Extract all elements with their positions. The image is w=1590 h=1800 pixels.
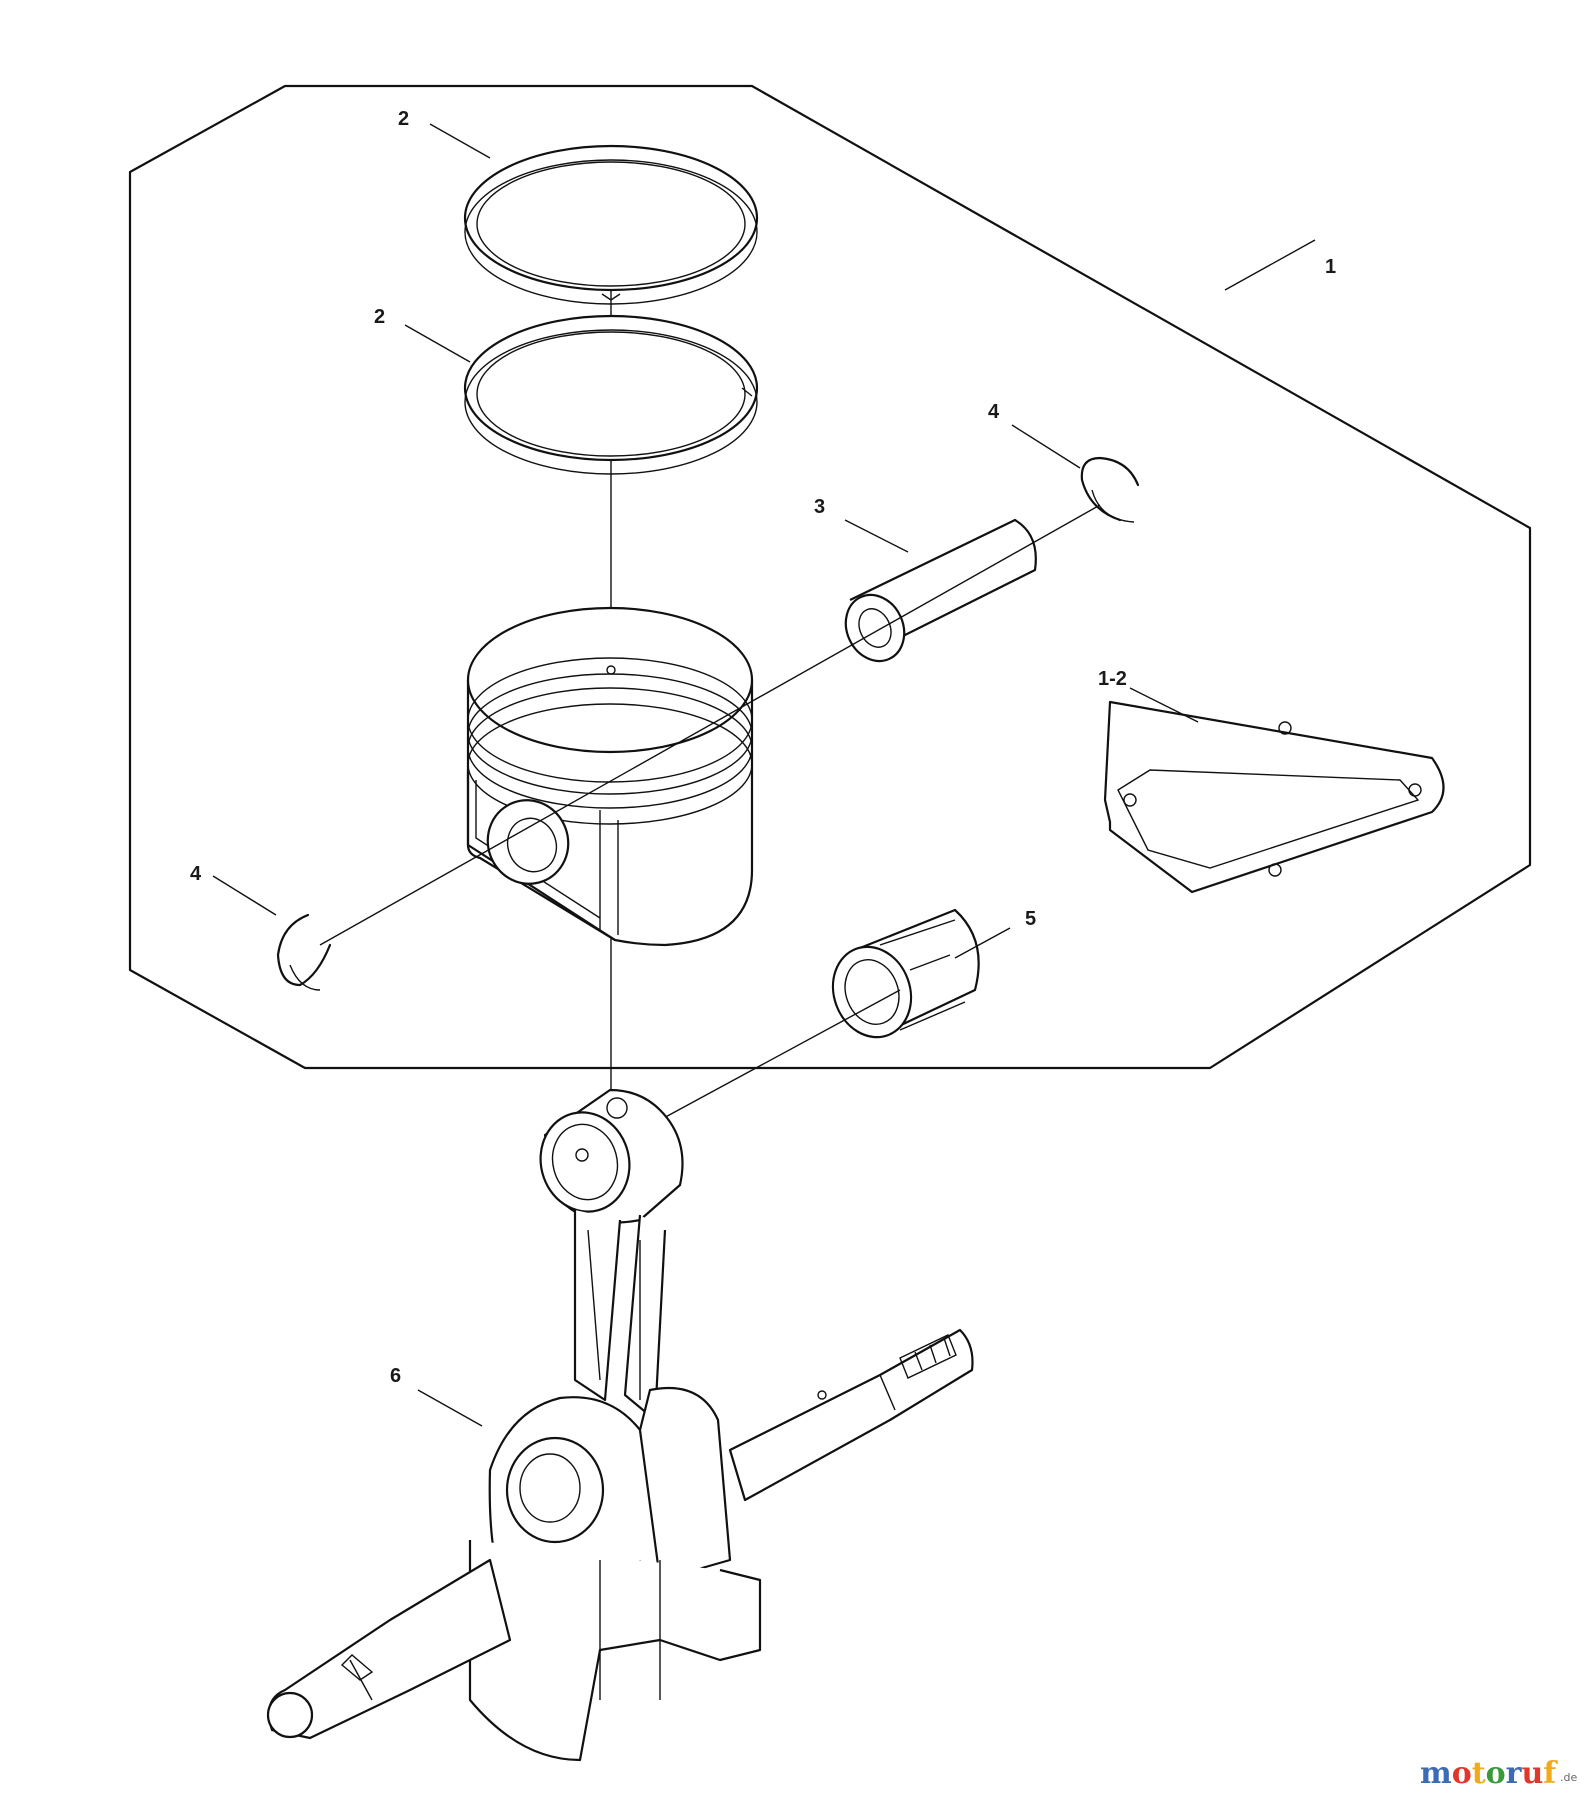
pin-axis-line [319, 504, 1101, 946]
motoruf-watermark-logo: motoruf .de [1420, 1756, 1577, 1791]
piston-ring-lower [463, 314, 759, 475]
svg-text:motoruf: motoruf [1420, 1756, 1558, 1791]
piston-ring-upper [463, 144, 759, 305]
callout-2-upper: 2 [398, 108, 409, 130]
crankshaft-assembly [266, 1088, 974, 1762]
bearing-axis-line [659, 989, 901, 1121]
watermark-letter: m [1420, 1756, 1452, 1791]
piston [466, 606, 754, 947]
callout-2-lower: 2 [374, 306, 385, 328]
watermark-suffix: .de [1560, 1771, 1577, 1784]
callout-1: 1 [1325, 256, 1336, 278]
circlip-left [276, 913, 332, 991]
cylinder-gasket [1103, 700, 1445, 894]
callout-5: 5 [1025, 908, 1036, 930]
circlip-right [1080, 456, 1140, 523]
needle-bearing [831, 908, 980, 1039]
kit-boundary-outline [128, 84, 1532, 1070]
callout-3: 3 [814, 496, 825, 518]
leader-lines [212, 123, 1316, 1427]
callout-4-left: 4 [190, 863, 202, 885]
callout-1-2: 1-2 [1098, 668, 1127, 690]
watermark-letter: f [1543, 1756, 1558, 1791]
callout-4-right: 4 [988, 401, 1000, 423]
watermark-letter: o [1486, 1756, 1506, 1791]
watermark-letter: u [1521, 1756, 1543, 1791]
watermark-letter: r [1506, 1756, 1523, 1791]
watermark-letter: o [1452, 1756, 1472, 1791]
piston-pin [844, 518, 1037, 663]
watermark-letter: t [1472, 1756, 1486, 1791]
callout-6: 6 [390, 1365, 401, 1387]
